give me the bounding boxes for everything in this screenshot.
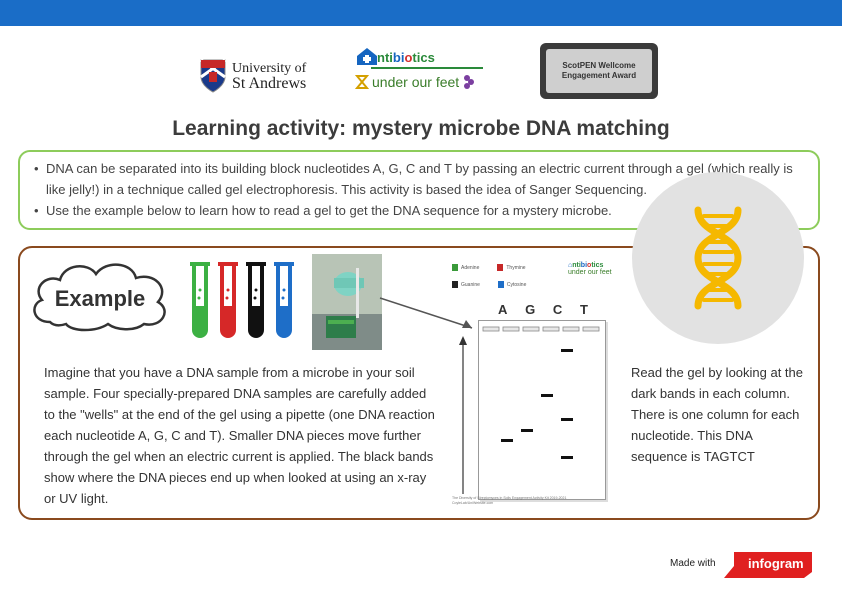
lane-label-t: T <box>580 302 588 317</box>
gel-band-c <box>561 456 573 459</box>
under-our-feet-text: under our feet <box>372 74 460 90</box>
dna-helix-icon <box>694 206 742 310</box>
example-box <box>18 246 820 520</box>
uni-name-line1: University of <box>232 61 307 76</box>
award-badge: ScotPEN Wellcome Engagement Award <box>540 43 658 99</box>
logo-letter-i: i <box>400 50 405 65</box>
gel-band-t-mid <box>561 418 573 421</box>
pointer-arrow-icon <box>379 297 473 329</box>
lane-label-a: A <box>498 302 508 317</box>
gel-legend: Adenine Thymine Guanine Cytosine <box>452 264 562 298</box>
logo-letter-o: o <box>404 50 413 65</box>
legend-label-thymine: Thymine <box>506 264 526 271</box>
intro-bullet-1: DNA can be separated into its building b… <box>34 158 806 200</box>
hourglass-icon <box>355 75 369 89</box>
infogram-brand-text: infogram <box>748 556 804 571</box>
legend-item-thymine: Thymine <box>497 264 526 271</box>
mini-logo-text-tics: tics <box>591 262 604 269</box>
mini-logo-under-text: under our feet <box>568 269 612 276</box>
well-1 <box>482 326 500 332</box>
logo-text-nti: nti <box>377 50 393 65</box>
mini-logo-letter-b: b <box>580 262 586 269</box>
logo-text-tics: tics <box>412 50 435 65</box>
gel-band-t-low <box>501 439 513 442</box>
legend-label-cytosine: Cytosine <box>506 281 527 288</box>
infogram-link[interactable]: infogram <box>724 552 812 578</box>
mini-logo-letter-i: i <box>585 262 588 269</box>
mini-logo-text-nti: nti <box>572 262 581 269</box>
gel-footnote: The Diversity of Streptomyces in Soils E… <box>452 496 572 506</box>
made-with-label: Made with <box>670 558 716 569</box>
legend-label-guanine: Guanine <box>461 281 480 288</box>
legend-item-guanine: Guanine <box>452 281 480 288</box>
intro-list: DNA can be separated into its building b… <box>20 152 818 221</box>
award-line1: ScotPEN Wellcome <box>562 61 636 70</box>
st-andrews-logo: University of St Andrews <box>200 56 320 96</box>
intro-bullet-2: Use the example below to learn how to re… <box>34 200 806 221</box>
award-line2: Engagement Award <box>561 71 637 80</box>
logo-underline <box>371 67 483 69</box>
infogram-badge-icon <box>724 552 812 578</box>
test-tubes-icon <box>190 262 294 338</box>
mini-antibiotics-logo: ⌂ntibiotics under our feet <box>568 262 624 276</box>
legend-label-adenine: Adenine <box>461 264 480 271</box>
logo-letter-b: b <box>392 50 401 65</box>
gel-diagram <box>478 320 606 500</box>
well-6 <box>582 326 600 332</box>
house-icon <box>357 48 377 65</box>
gel-band-t-top <box>561 349 573 352</box>
gel-lane-labels: A G C T <box>498 302 588 317</box>
lane-label-g: G <box>525 302 536 317</box>
intro-box: DNA can be separated into its building b… <box>18 150 820 230</box>
example-paragraph: Imagine that you have a DNA sample from … <box>44 365 435 506</box>
example-cloud-label: Example <box>54 286 146 311</box>
uni-name-line2: St Andrews <box>232 75 307 92</box>
legend-item-adenine: Adenine <box>452 264 479 271</box>
well-4 <box>542 326 560 332</box>
gel-band-g <box>541 394 553 397</box>
lab-pipette-photo <box>312 254 382 350</box>
page-title: Learning activity: mystery microbe DNA m… <box>172 117 670 140</box>
gel-footnote-line2: CoyleLab/UniWebsite.com <box>452 501 494 505</box>
bacteria-cluster-icon <box>464 75 475 89</box>
antibiotics-logo: Antibiotics under our feet <box>355 48 495 102</box>
well-3 <box>522 326 540 332</box>
example-cloud-icon <box>33 263 166 332</box>
lane-label-c: C <box>552 302 563 317</box>
dna-badge <box>632 172 804 344</box>
mini-logo-letter-o: o <box>587 262 592 269</box>
st-andrews-shield-icon <box>200 59 226 93</box>
well-2 <box>502 326 520 332</box>
read-gel-paragraph: Read the gel by looking at the dark band… <box>631 365 804 464</box>
well-5 <box>562 326 580 332</box>
legend-item-cytosine: Cytosine <box>497 281 527 288</box>
top-banner <box>0 0 842 26</box>
gel-footnote-line1: The Diversity of Streptomyces in Soils E… <box>452 496 567 500</box>
gel-band-a <box>521 429 533 432</box>
migration-arrow-icon <box>459 336 467 494</box>
